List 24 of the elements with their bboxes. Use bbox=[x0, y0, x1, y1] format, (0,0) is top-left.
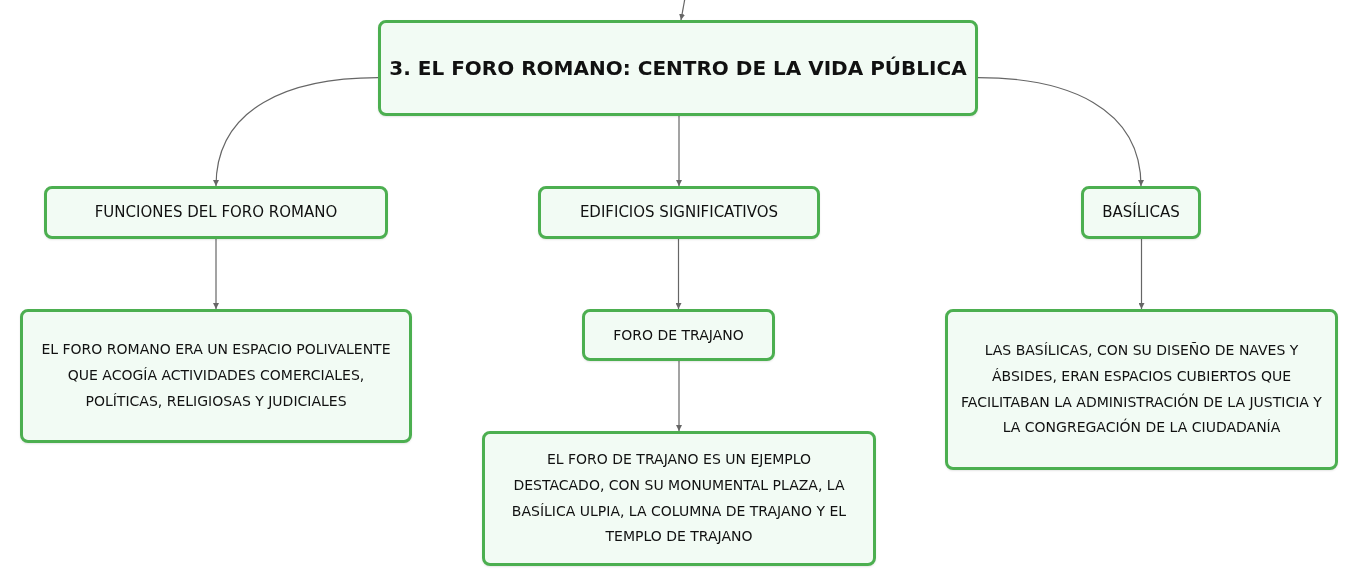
connector-arrow bbox=[213, 238, 219, 310]
connector-arrow bbox=[676, 115, 682, 187]
connector-arrow bbox=[213, 77, 379, 187]
connector-arrow bbox=[679, 0, 686, 21]
topic-box bbox=[582, 309, 775, 361]
node-text: EL FORO DE TRAJANO ES UN EJEMPLO DESTACADO, CON SU MONUMENTAL PLAZA, LA BASÍLICA ULPIA, LA COLUMNA DE TRAJANO Y EL TEMPLO DE TRAJANO bbox=[510, 449, 848, 547]
topic-box bbox=[945, 309, 1338, 470]
node-text: BASÍLICAS bbox=[1102, 202, 1180, 223]
connector-arrow bbox=[676, 360, 682, 432]
node-text: EL FORO ROMANO ERA UN ESPACIO POLIVALENTE QUE ACOGÍA ACTIVIDADES COMERCIALES, POLÍTICAS, RELIGIOSAS Y JUDICIALES bbox=[41, 340, 391, 411]
connector-arrow bbox=[675, 238, 682, 310]
topic-box bbox=[1081, 186, 1201, 239]
topic-box bbox=[482, 431, 876, 566]
topic-box bbox=[538, 186, 820, 239]
node-text: FORO DE TRAJANO bbox=[613, 325, 744, 345]
title-box bbox=[378, 20, 978, 116]
connector-arrow bbox=[977, 77, 1144, 187]
node-text: EDIFICIOS SIGNIFICATIVOS bbox=[579, 202, 779, 223]
connector-arrow bbox=[1138, 238, 1145, 310]
node-text: 3. EL FORO ROMANO: CENTRO DE LA VIDA PÚBLICA bbox=[389, 55, 967, 81]
node-text: FUNCIONES DEL FORO ROMANO bbox=[94, 202, 338, 223]
node-text: LAS BASÍLICAS, CON SU DISEÑO DE NAVES Y ÁBSIDES, ERAN ESPACIOS CUBIERTOS QUE FACILITABAN LA ADMINISTRACIÓN DE LA JUSTICIA Y LA CONGREGACIÓN DE LA CIUDADANÍA bbox=[960, 340, 1323, 438]
topic-box bbox=[44, 186, 388, 239]
topic-box bbox=[20, 309, 412, 443]
